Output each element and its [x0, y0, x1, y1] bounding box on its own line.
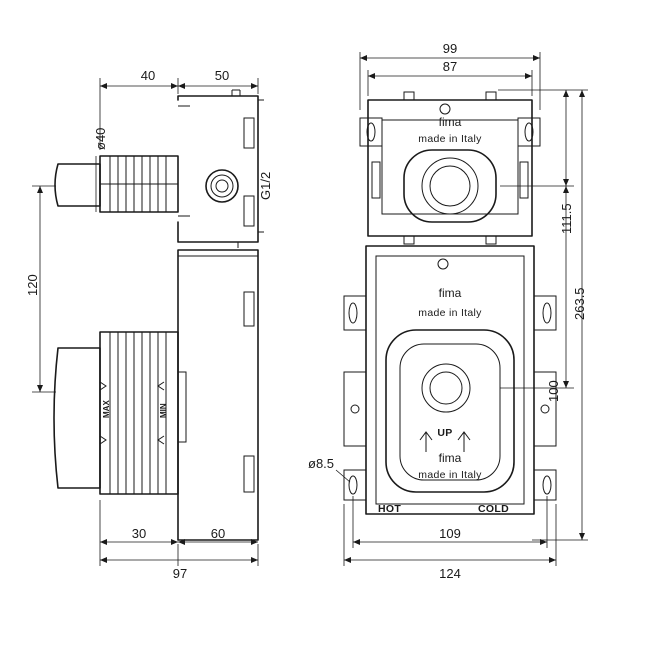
max-label: MAX	[102, 400, 111, 418]
dim-thread: G1/2	[258, 172, 273, 200]
dim-60: 60	[211, 526, 225, 541]
brand-top: fima	[439, 115, 462, 129]
dim-109: 109	[439, 526, 461, 541]
dim-99: 99	[443, 41, 457, 56]
made-in-top: made in Italy	[418, 133, 482, 145]
upper-plate: fima made in Italy	[359, 91, 541, 245]
dim-120: 120	[25, 274, 40, 296]
made-in-lower: made in Italy	[418, 307, 482, 319]
front-view: fima made in Italy fima made in Italy	[343, 91, 557, 515]
dim-hole-diameter: ø8.5	[308, 456, 334, 471]
side-view-dimensions: 40 50 ø40 G1/2 120 30 60 97	[25, 68, 273, 581]
dim-111-5: 111.5	[559, 203, 574, 234]
dim-124: 124	[439, 566, 461, 581]
dim-100: 100	[546, 380, 561, 402]
dim-40: 40	[141, 68, 155, 83]
dim-97: 97	[173, 566, 187, 581]
made-in-bottom: made in Italy	[418, 469, 482, 481]
dim-263-5: 263.5	[572, 287, 587, 320]
cold-label: COLD	[478, 503, 509, 515]
dim-30: 30	[132, 526, 146, 541]
dim-diameter-40: ø40	[93, 128, 108, 150]
lower-plate: fima made in Italy UP fima made in Italy…	[343, 245, 557, 515]
dim-50: 50	[215, 68, 229, 83]
brand-bottom: fima	[439, 451, 462, 465]
dim-87: 87	[443, 59, 457, 74]
min-label: MIN	[159, 403, 168, 418]
up-label: UP	[437, 427, 452, 439]
front-view-dimensions: 99 87 111.5 263.5 100 ø8.5 109 124	[308, 41, 588, 581]
brand-lower: fima	[439, 286, 462, 300]
hot-label: HOT	[378, 503, 401, 515]
side-view: MAX MIN	[53, 89, 264, 541]
